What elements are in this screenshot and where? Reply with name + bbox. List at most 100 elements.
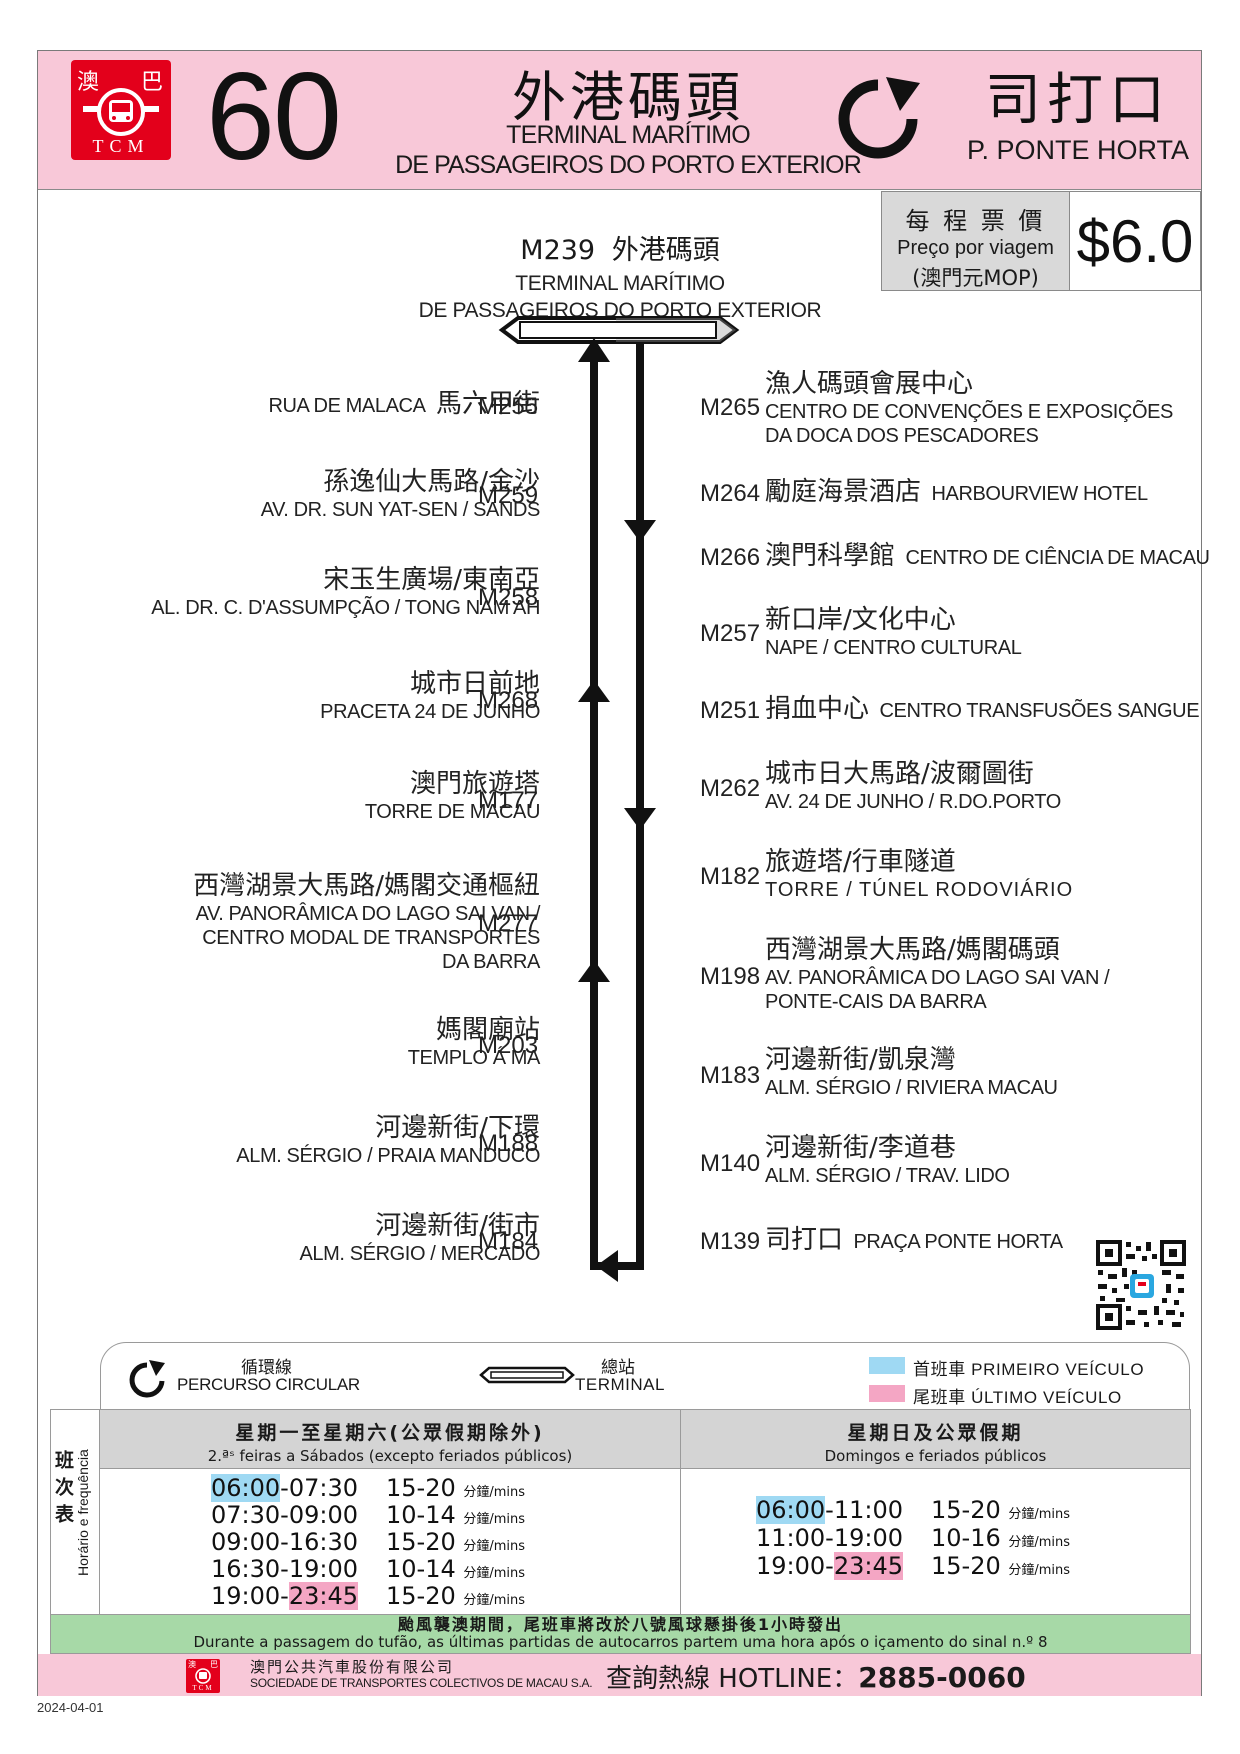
time-end: 09:00: [288, 1501, 359, 1529]
stop-zh: 澳門旅遊塔: [409, 769, 540, 799]
stop-pt: AV. PANORÂMICA DO LAGO SAI VAN /: [195, 902, 541, 925]
frequency-unit: 分鐘/mins: [1008, 1535, 1071, 1550]
stop-zh: 宋玉生廣場/東南亞: [323, 565, 540, 595]
stop-zh: 司打口: [765, 1225, 844, 1255]
stop-pt: CENTRO TRANSFUSÕES SANGUE: [879, 700, 1200, 722]
stop-code: M139: [700, 1228, 761, 1255]
frequency-value: 15-20: [931, 1496, 1001, 1524]
frequency-unit: 分鐘/mins: [463, 1512, 526, 1527]
stop-zh: 勵庭海景酒店: [765, 477, 922, 507]
qr-code-icon[interactable]: [1096, 1240, 1186, 1330]
legend-last-swatch: [869, 1385, 905, 1402]
time-end: 19:00: [833, 1524, 904, 1552]
stop-pt: AV. 24 DE JUNHO / R.DO.PORTO: [765, 790, 1061, 813]
frequency-value: 10-14: [386, 1501, 456, 1529]
frequency-unit: 分鐘/mins: [463, 1566, 526, 1581]
stop-pt: ALM. SÉRGIO / MERCADO: [299, 1242, 540, 1265]
time-dash: -: [825, 1552, 834, 1580]
stop-m183: 河邊新街/凱泉灣 ALM. SÉRGIO / RIVIERA MACAU: [765, 1045, 1058, 1100]
stop-code: M251: [700, 697, 761, 724]
stop-pt: TEMPLO Á MA: [407, 1046, 541, 1069]
stop-m139: 司打口 PRAÇA PONTE HORTA: [765, 1225, 1063, 1256]
stop-zh: 西灣湖景大馬路/媽閣交通樞紐: [193, 871, 540, 901]
time-dash: -: [280, 1582, 289, 1610]
stop-pt: AV. PANORÂMICA DO LAGO SAI VAN /: [765, 966, 1110, 989]
stop-pt: TORRE / TÚNEL RODOVIÁRIO: [765, 878, 1074, 901]
frequency: 10-14 分鐘/mins: [386, 1501, 525, 1529]
legend-panel: 循環線 PERCURSO CIRCULAR 總站 TERMINAL 首班車 PR…: [100, 1342, 1190, 1410]
stop-pt: ALM. SÉRGIO / RIVIERA MACAU: [765, 1076, 1058, 1099]
stop-pt: ALM. SÉRGIO / PRAIA MANDUCO: [236, 1144, 540, 1167]
frequency-unit: 分鐘/mins: [463, 1593, 526, 1608]
time-start: 19:00: [211, 1582, 281, 1610]
legend-last-label: 尾班車 ÚLTIMO VEÍCULO: [913, 1383, 1122, 1408]
tcm-logo: 澳 巴 TCM: [71, 60, 171, 160]
time-end: 23:45: [288, 1582, 359, 1610]
logo-abbr: TCM: [192, 1684, 214, 1692]
logo-char-1: 澳: [77, 70, 100, 95]
timetable-side-label: 班次表 Horário e frequência: [51, 1410, 100, 1614]
stop-m264: 勵庭海景酒店 HARBOURVIEW HOTEL: [765, 477, 1148, 508]
logo-char-2: 巴: [140, 70, 163, 95]
legend-last-pt: ÚLTIMO VEÍCULO: [971, 1388, 1122, 1407]
route-line-diagram: [498, 316, 740, 1282]
frequency-value: 15-20: [931, 1552, 1001, 1580]
stop-m203: 媽閣廟站 TEMPLO Á MA: [407, 1015, 541, 1070]
stop-pt: PONTE-CAIS DA BARRA: [765, 990, 987, 1013]
stop-m182: 旅遊塔/行車隧道 TORRE / TÚNEL RODOVIÁRIO: [765, 847, 1074, 902]
timetable-side-pt: Horário e frequência: [75, 1449, 91, 1577]
hotline-label: 查詢熱線 HOTLINE：: [606, 1664, 859, 1694]
stop-m262: 城市日大馬路/波爾圖街 AV. 24 DE JUNHO / R.DO.PORTO: [765, 759, 1061, 814]
stop-pt: ALM. SÉRGIO / TRAV. LIDO: [765, 1164, 1010, 1187]
stop-zh: 漁人碼頭會展中心: [765, 369, 974, 399]
stop-m265: 漁人碼頭會展中心 CENTRO DE CONVENÇÕES E EXPOSIÇÕ…: [765, 369, 1173, 448]
time-start: 07:30: [211, 1501, 281, 1529]
time-end: 07:30: [288, 1474, 359, 1502]
frequency-value: 10-16: [931, 1524, 1001, 1552]
stop-pt: DA BARRA: [442, 950, 540, 973]
time-start: 19:00: [756, 1552, 826, 1580]
hotline-number[interactable]: 2885-0060: [858, 1661, 1026, 1694]
fare-label-panel: 每 程 票 價 Preço por viagem (澳門元MOP): [882, 192, 1070, 290]
stop-m277: 西灣湖景大馬路/媽閣交通樞紐 AV. PANORÂMICA DO LAGO SA…: [193, 871, 541, 974]
stop-m140: 河邊新街/李道巷 ALM. SÉRGIO / TRAV. LIDO: [765, 1133, 1010, 1188]
stop-pt: NAPE / CENTRO CULTURAL: [765, 636, 1022, 659]
frequency: 10-16 分鐘/mins: [931, 1524, 1070, 1552]
origin-pt-2: DE PASSAGEIROS DO PORTO EXTERIOR: [395, 151, 862, 179]
stop-zh: 城市日大馬路/波爾圖街: [765, 759, 1034, 789]
stop-pt: PRACETA 24 DE JUNHO: [320, 700, 540, 723]
legend-first-pt: PRIMEIRO VEÍCULO: [971, 1360, 1145, 1379]
legend-circular-zh: 循環線: [241, 1358, 292, 1378]
holiday-header: 星期日及公眾假期 Domingos e feriados públicos: [681, 1410, 1190, 1469]
stop-code: M266: [700, 544, 761, 571]
hotline: 查詢熱線 HOTLINE：2885-0060: [606, 1658, 1026, 1695]
stop-code: M255: [478, 393, 539, 420]
stop-code: M258: [478, 584, 539, 611]
holiday-title-zh: 星期日及公眾假期: [847, 1422, 1024, 1444]
stop-m188: 河邊新街/下環 ALM. SÉRGIO / PRAIA MANDUCO: [236, 1113, 540, 1168]
stop-m255: RUA DE MALACA 馬六甲街: [268, 389, 540, 420]
stop-m177: 澳門旅遊塔 TORRE DE MACAU: [365, 769, 541, 824]
frequency: 10-14 分鐘/mins: [386, 1555, 525, 1583]
issue-date: 2024-04-01: [37, 1700, 104, 1715]
weekday-header: 星期一至星期六(公眾假期除外) 2.ªˢ feiras a Sábados (e…: [100, 1410, 681, 1469]
time-start: 06:00: [211, 1474, 281, 1502]
fare-amount: $6.0: [1076, 207, 1194, 275]
time-end: 19:00: [288, 1555, 359, 1583]
legend-terminal-zh: 總站: [601, 1358, 635, 1378]
stop-code: M184: [478, 1228, 539, 1255]
destination-zh: 司打口: [985, 68, 1171, 133]
origin-zh: 外港碼頭: [512, 66, 744, 129]
legend-circular-pt: PERCURSO CIRCULAR: [177, 1375, 360, 1394]
fare-label-zh: 每 程 票 價: [905, 207, 1046, 235]
stop-code: M262: [700, 775, 761, 802]
stop-pt: CENTRO MODAL DE TRANSPORTES: [202, 926, 540, 949]
timetable-divider: [680, 1468, 681, 1614]
bus-icon: [83, 88, 159, 136]
notice-pt: Durante a passagem do tufão, as últimas …: [193, 1633, 1048, 1651]
